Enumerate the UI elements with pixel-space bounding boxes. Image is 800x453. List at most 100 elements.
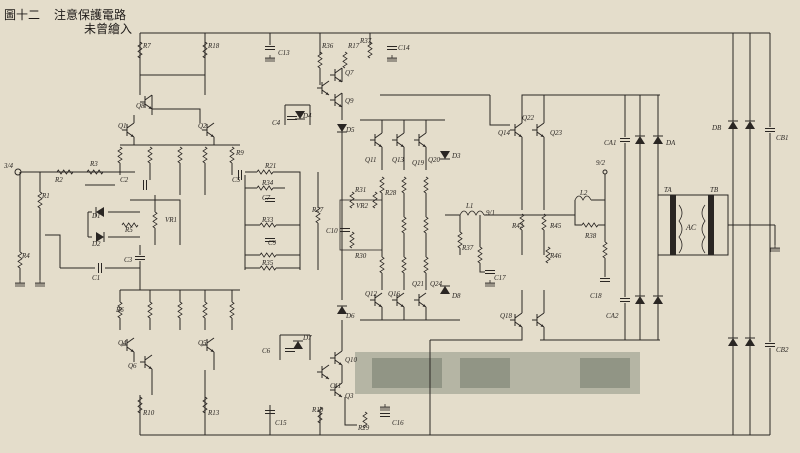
label-R37: R37 (359, 37, 372, 45)
upper-output-array (360, 94, 490, 255)
label-Q7: Q7 (345, 69, 354, 77)
label-Q10: Q10 (345, 356, 358, 364)
label-R2: R2 (54, 176, 63, 184)
label-C15: C15 (275, 419, 287, 427)
label-Q19: Q19 (412, 159, 425, 167)
label-R36: R36 (321, 42, 334, 50)
label-Q18: Q18 (500, 312, 513, 320)
label-CB1: CB1 (776, 134, 788, 142)
input-stage-lower (117, 245, 240, 414)
label-C10: C10 (326, 227, 338, 235)
label-R9: R9 (235, 149, 244, 157)
label-Q24: Q24 (430, 280, 443, 288)
bias-network: VR2 (339, 191, 383, 251)
watermark-banner (355, 352, 640, 394)
label-DB: DB (711, 124, 722, 132)
label-D5: D5 (345, 126, 355, 134)
label-R46: R46 (549, 252, 562, 260)
lower-driver (264, 320, 391, 435)
label-R28: R28 (384, 189, 397, 197)
label-Q12: Q12 (365, 290, 378, 298)
label-R30: R30 (354, 252, 367, 260)
label-R19: R19 (311, 406, 324, 414)
label-C3: C3 (124, 256, 133, 264)
label-Q13: Q13 (392, 156, 405, 164)
label-C9: C9 (268, 239, 277, 247)
driver-column (264, 41, 398, 300)
input-section (14, 168, 140, 288)
label-C14: C14 (398, 44, 410, 52)
label-Q23: Q23 (550, 129, 563, 137)
label-D1: D1 (91, 212, 101, 220)
output-transistors (430, 94, 575, 341)
label-R35: R35 (261, 259, 274, 267)
figure-subtitle: 未曾繪入 (84, 22, 133, 36)
label-R33: R33 (261, 216, 274, 224)
label-R6: R6 (115, 306, 124, 314)
label-Q1: Q1 (118, 122, 127, 130)
label-CA2: CA2 (606, 312, 619, 320)
label-D6: D6 (345, 312, 355, 320)
label-C13: C13 (278, 49, 290, 57)
label-C16: C16 (392, 419, 404, 427)
label-D3: D3 (451, 152, 461, 160)
label-Q22: Q22 (522, 114, 535, 122)
label-R38: R38 (584, 232, 597, 240)
label-R37: R37 (461, 244, 474, 252)
figure-title: 注意保護電路 (54, 8, 127, 22)
figure-number: 圖十二 (4, 8, 41, 22)
label-C7: C7 (262, 194, 271, 202)
label-R29: R29 (357, 424, 370, 432)
label-R45: R45 (549, 222, 562, 230)
top-supply-rail (139, 32, 770, 95)
label-D2: D2 (91, 240, 101, 248)
label-Q20: Q20 (428, 156, 441, 164)
label-Q14: Q14 (498, 129, 511, 137)
label-R13: R13 (207, 409, 220, 417)
label-VR1: VR1 (165, 216, 177, 224)
lower-output-array (336, 255, 460, 321)
label-Q16: Q16 (388, 290, 401, 298)
label-Q11: Q11 (365, 156, 377, 164)
label-C17: C17 (494, 274, 506, 282)
label-C6: C6 (262, 347, 271, 355)
label-output-mid: 9/1 (486, 209, 495, 217)
label-C11: C11 (330, 382, 341, 390)
label-Q9: Q9 (345, 97, 354, 105)
label-R34: R34 (261, 179, 274, 187)
label-D7: D7 (302, 334, 312, 342)
label-D4: D4 (302, 112, 312, 120)
output-coupling (445, 210, 500, 288)
label-Q21: Q21 (412, 280, 424, 288)
label-C2: C2 (120, 176, 129, 184)
label-Q8: Q8 (136, 102, 145, 110)
power-supply: AC TA TB (540, 33, 781, 435)
component-labels: 3/4 Q8 Q1 Q2 Q4 Q5 Q6 Q7 Q9 Q11 Q13 Q19 … (3, 37, 789, 432)
label-R3: R3 (89, 160, 98, 168)
label-Q5: Q5 (198, 339, 207, 347)
label-C4: C4 (272, 119, 281, 127)
label-C1: C1 (92, 274, 100, 282)
zobel-network (570, 169, 611, 282)
label-CB2: CB2 (776, 346, 789, 354)
input-stage-upper: VR1 (117, 41, 240, 245)
label-C18: C18 (590, 292, 602, 300)
label-input: 3/4 (3, 162, 13, 170)
label-R10: R10 (142, 409, 155, 417)
label-R4: R4 (21, 252, 30, 260)
label-D8: D8 (451, 292, 461, 300)
label-R5: R5 (124, 226, 133, 234)
label-TB: TB (710, 186, 719, 194)
label-AC: AC (685, 223, 697, 232)
label-CA1: CA1 (604, 139, 616, 147)
label-Q2: Q2 (198, 122, 207, 130)
label-TA: TA (664, 186, 672, 194)
label-R17: R17 (347, 42, 360, 50)
label-VR2: VR2 (356, 202, 369, 210)
feedback-network (238, 169, 321, 271)
label-R7: R7 (142, 42, 151, 50)
label-R18: R18 (207, 42, 220, 50)
label-Q4: Q4 (118, 339, 127, 347)
